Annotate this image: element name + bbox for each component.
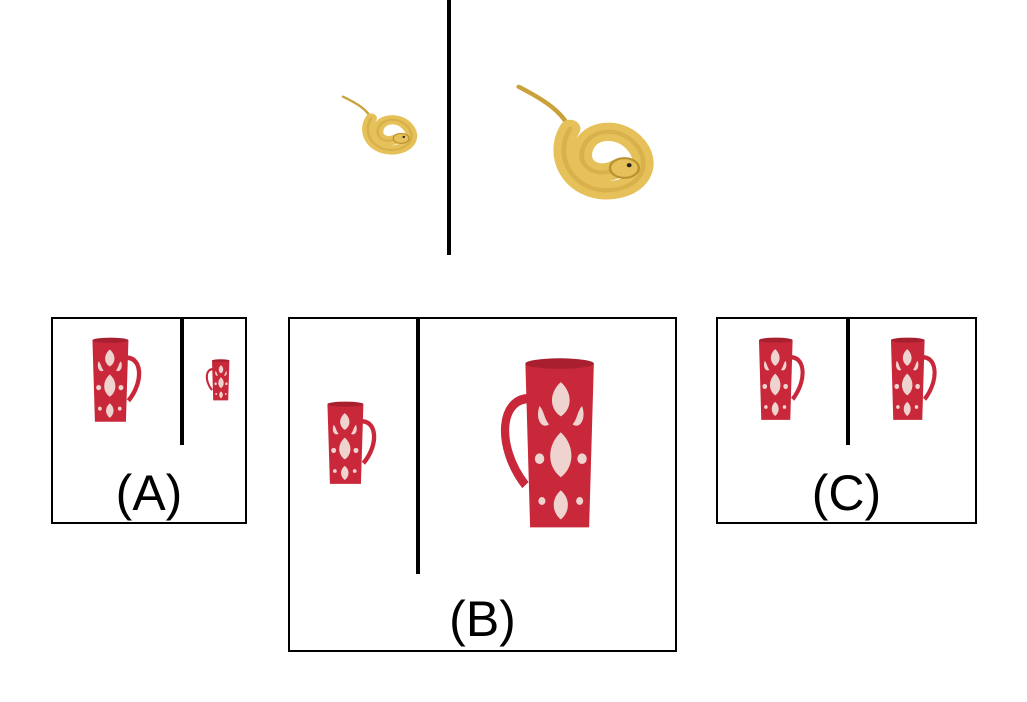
option-a[interactable]: (A) xyxy=(51,317,247,524)
question-divider xyxy=(447,0,451,255)
mug-icon xyxy=(490,353,608,538)
mug-icon xyxy=(320,399,382,489)
mug-icon xyxy=(85,335,147,427)
mug-icon xyxy=(203,358,233,403)
snake-icon xyxy=(336,88,424,160)
option-label: (A) xyxy=(115,465,183,521)
option-divider xyxy=(416,319,420,574)
option-label: (C) xyxy=(811,465,882,521)
option-label: (B) xyxy=(449,591,516,647)
snake-icon xyxy=(506,70,666,210)
mug-icon xyxy=(884,335,942,425)
mug-icon xyxy=(752,335,810,425)
option-divider xyxy=(180,319,184,445)
option-b[interactable]: (B) xyxy=(288,317,677,652)
option-c[interactable]: (C) xyxy=(716,317,977,524)
option-divider xyxy=(846,319,850,445)
